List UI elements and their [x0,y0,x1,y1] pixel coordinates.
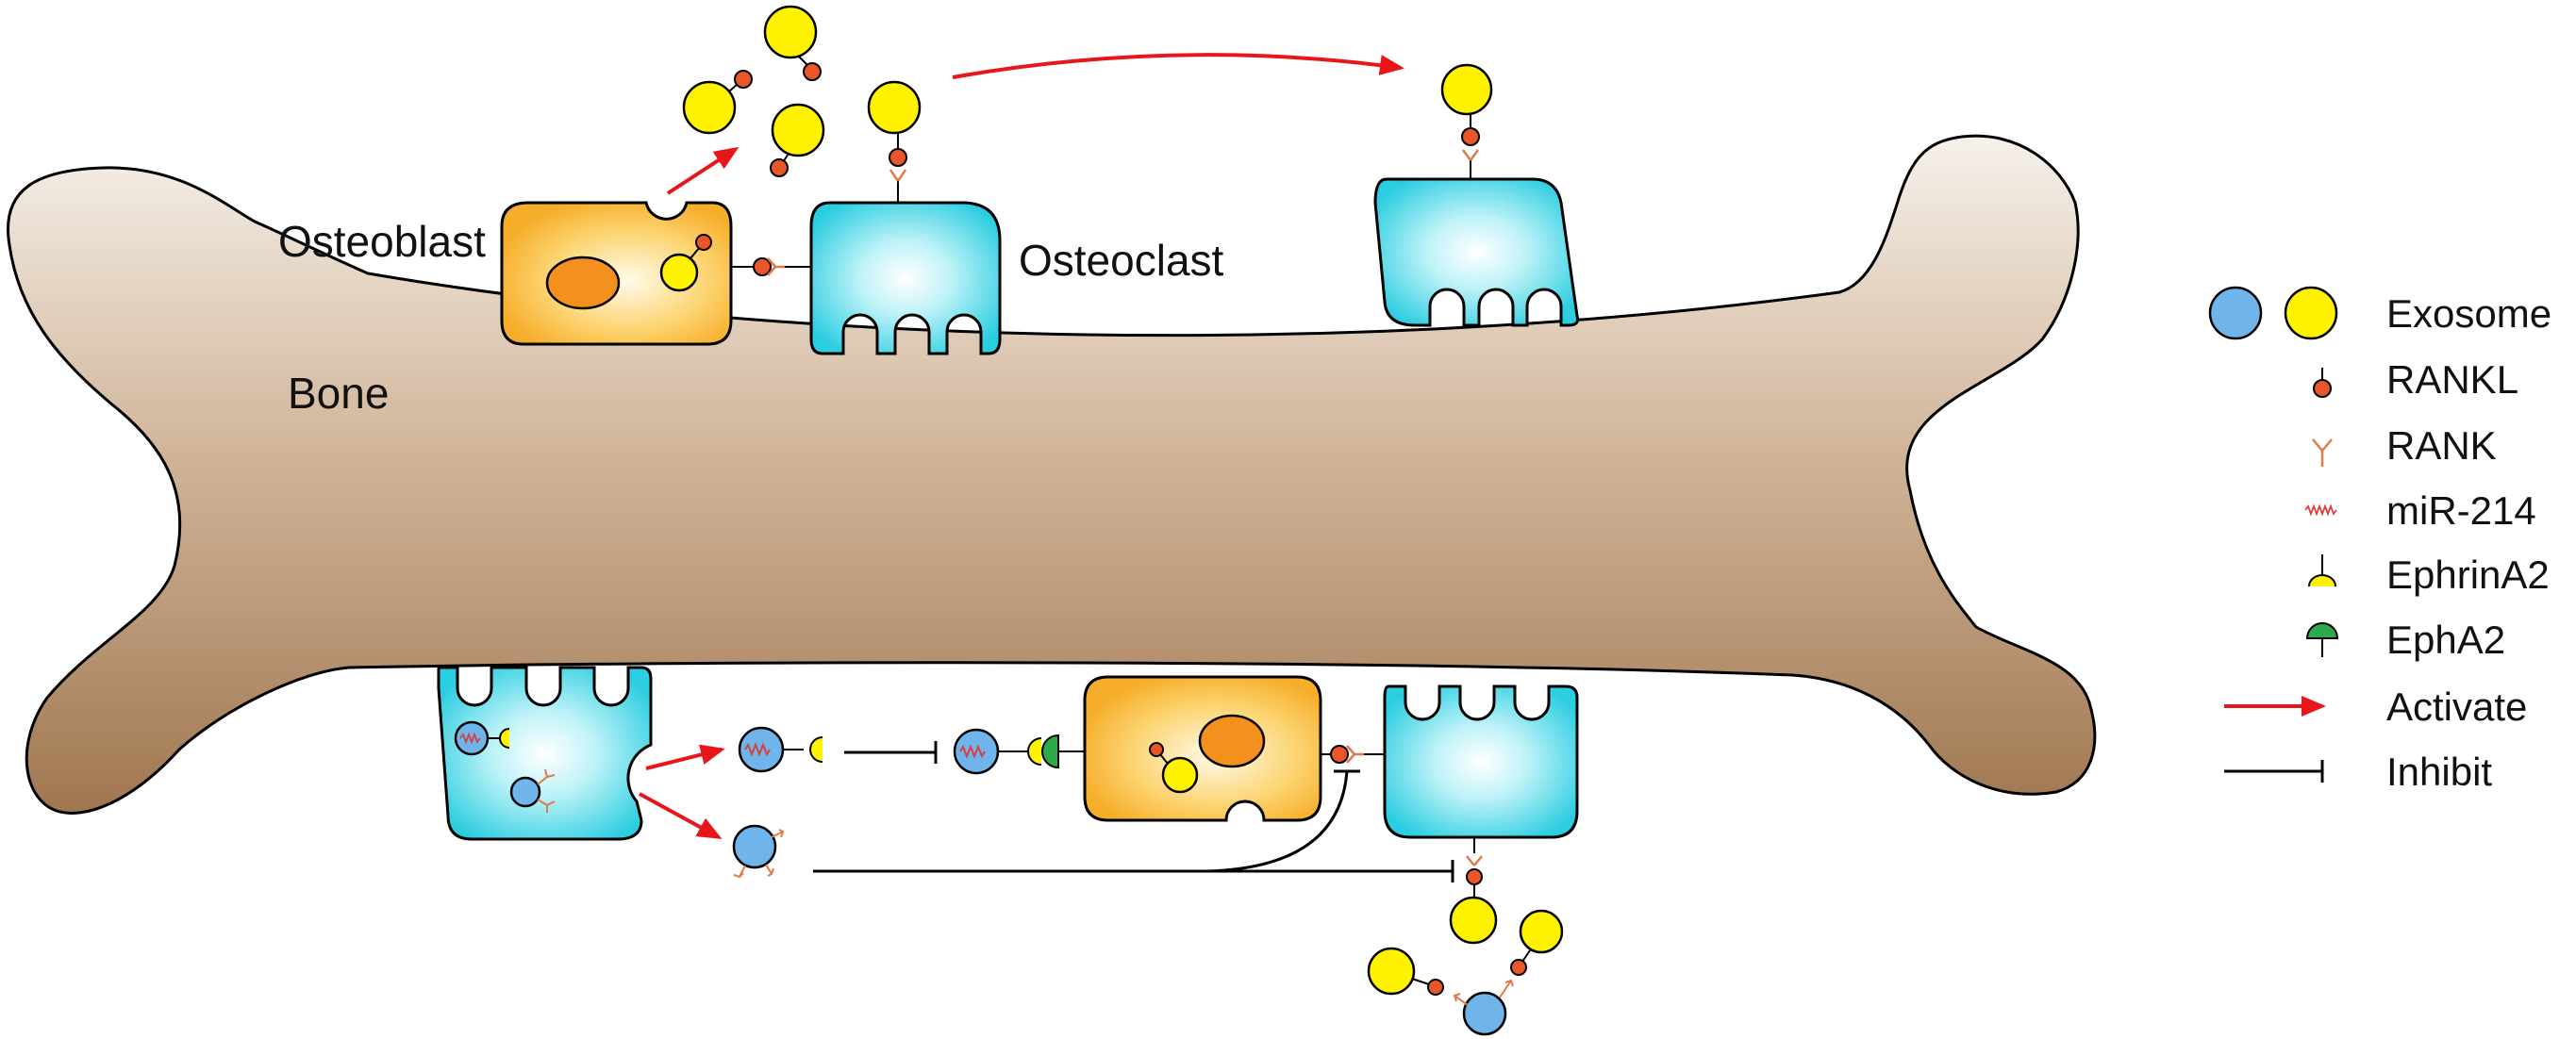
legend-item-rankl: RANKL [2313,357,2518,402]
mir214-icon [2304,503,2337,517]
activate-arrow [639,792,723,839]
osteoblast-bottom [1083,675,1387,822]
osteoclast-top-right [1373,63,1580,327]
exosome-blue-icon [2208,286,2263,340]
rankl-icon [695,234,712,251]
rankl-icon [1427,979,1444,996]
legend-item-epha2: EphA2 [2305,618,2505,662]
legend-item-inhibit: Inhibit [2224,750,2492,794]
legend: Exosome RANKL RANK miR-214 EphrinA2 EphA… [2208,286,2551,794]
legend-label: Activate [2386,684,2527,729]
rankl-icon [753,257,772,276]
legend-label: RANK [2386,423,2497,468]
ephrina2-icon [2308,574,2336,587]
exosome-yellow-icon [2284,286,2338,340]
legend-label: Inhibit [2386,750,2492,794]
released-exosomes-bottom [1367,837,1564,1036]
nucleus [1198,714,1266,768]
exosome-rank-bottom [732,824,785,879]
legend-item-rank: RANK [2312,423,2497,468]
rankl-icon [803,62,822,81]
rank-icon [537,768,556,813]
nucleus [545,256,621,310]
exosome-mir214-ephrina2 [738,726,823,773]
legend-label: EphA2 [2386,618,2505,662]
epha2-icon [1041,734,1059,769]
rank-icon [1461,149,1480,161]
exosome-yellow-icon [659,253,699,292]
inhibit-bar [813,769,1454,882]
released-exosomes-top [666,5,825,195]
osteoclast-bottom-left [437,666,653,841]
rank-icon [1346,745,1364,764]
mir214-icon [459,732,481,745]
osteoblast-top [500,201,813,346]
legend-item-ephrina2: EphrinA2 [2308,552,2550,597]
inhibit-bar [844,741,938,764]
rank-icon [889,169,907,182]
osteoclast-label: Osteoclast [1019,236,1224,285]
legend-label: miR-214 [2386,488,2536,533]
rank-icon [2312,438,2333,467]
rankl-icon [889,148,907,167]
rankl-icon [1510,959,1527,976]
osteoclast-top-left [809,80,1002,355]
bone-label: Bone [288,369,389,418]
rankl-icon [2313,379,2332,398]
legend-label: Exosome [2386,291,2551,336]
legend-item-exosome: Exosome [2208,286,2551,340]
activate-arrow [645,744,725,770]
exosome-yellow-icon [1161,756,1199,794]
legend-item-mir214: miR-214 [2304,488,2536,533]
legend-label: EphrinA2 [2386,552,2550,597]
exosome-ephrina2-epha2 [953,728,1085,775]
activate-arrow [952,53,1404,79]
rankl-icon [734,70,753,89]
rankl-icon [770,158,789,177]
rankl-icon [1466,868,1483,885]
rankl-icon [1461,127,1480,146]
osteoblast-label: Osteoblast [278,217,486,266]
activate-arrow [666,146,740,195]
ephrina2-icon [499,728,510,749]
exosome-blue-icon [509,776,541,808]
rank-icon [767,257,785,276]
epha2-icon [2305,622,2339,639]
osteoclast-bottom-right [1383,684,1579,839]
legend-item-activate: Activate [2224,684,2527,729]
rankl-icon [1149,742,1164,757]
rankl-icon [1330,745,1349,764]
legend-label: RANKL [2386,357,2518,402]
